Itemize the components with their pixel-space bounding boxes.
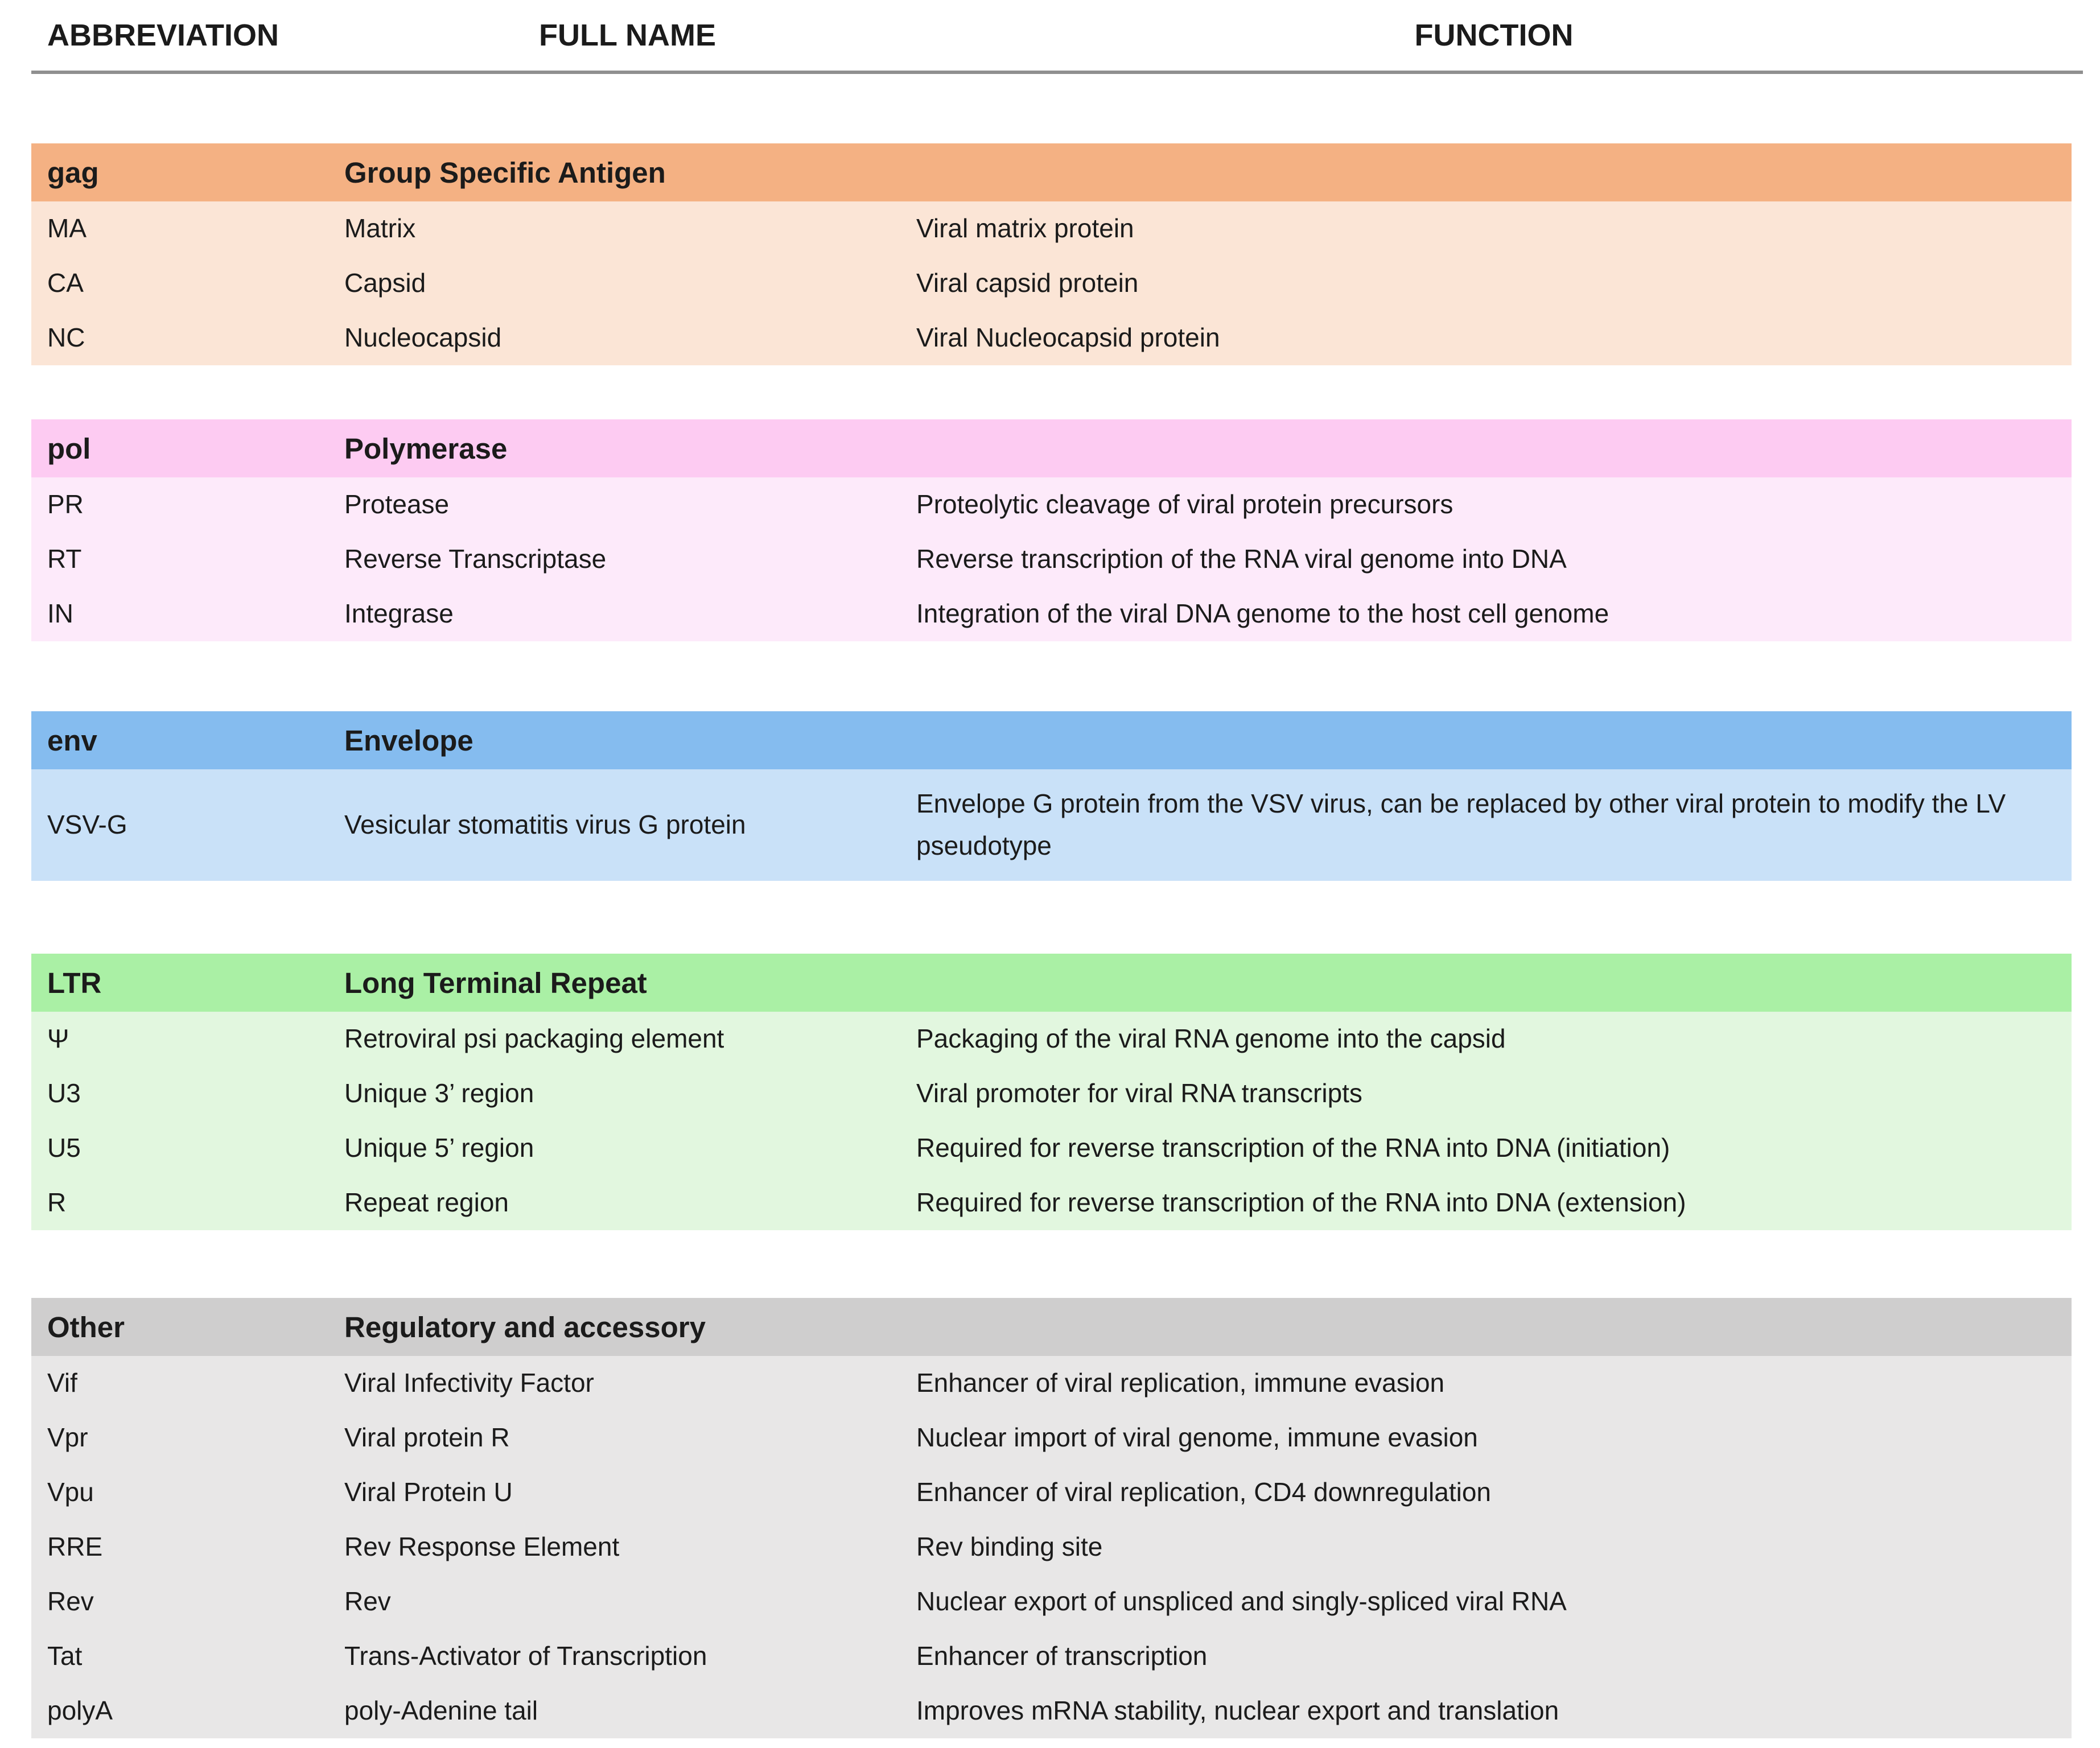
table-row: VSV-G Vesicular stomatitis virus G protei… (31, 769, 2072, 881)
section-full-name: Group Specific Antigen (344, 156, 666, 189)
cell-function: Rev binding site (916, 1532, 1103, 1562)
table-row: NC Nucleocapsid Viral Nucleocapsid protein (31, 311, 2072, 365)
table-row: CA Capsid Viral capsid protein (31, 256, 2072, 311)
cell-full-name: poly-Adenine tail (344, 1696, 538, 1726)
cell-abbreviation: Vif (47, 1368, 77, 1398)
cell-full-name: Nucleocapsid (344, 323, 502, 353)
cell-abbreviation: polyA (47, 1696, 113, 1726)
column-header-row: ABBREVIATION FULL NAME FUNCTION (31, 0, 2083, 71)
section-header-row: LTR Long Terminal Repeat (31, 954, 2072, 1012)
table-row: R Repeat region Required for reverse trans… (31, 1176, 2072, 1230)
cell-abbreviation: NC (47, 323, 85, 353)
cell-full-name: Rev (344, 1586, 391, 1617)
cell-function: Nuclear import of viral genome, immune e… (916, 1423, 1478, 1453)
section-full-name: Regulatory and accessory (344, 1310, 706, 1343)
cell-abbreviation: IN (47, 599, 73, 629)
cell-abbreviation: R (47, 1188, 67, 1218)
table-row: Vpr Viral protein R Nuclear import of vira… (31, 1411, 2072, 1465)
cell-function: Improves mRNA stability, nuclear export … (916, 1696, 1559, 1726)
section-abbr: pol (47, 432, 91, 465)
header-divider (31, 71, 2083, 74)
cell-abbreviation: Tat (47, 1641, 83, 1671)
cell-full-name: Integrase (344, 599, 454, 629)
cell-full-name: Trans-Activator of Transcription (344, 1641, 707, 1671)
cell-function: Packaging of the viral RNA genome into t… (916, 1024, 1506, 1054)
cell-full-name: Viral Infectivity Factor (344, 1368, 594, 1398)
cell-full-name: Capsid (344, 268, 426, 298)
cell-function: Viral matrix protein (916, 213, 1134, 244)
cell-function: Viral Nucleocapsid protein (916, 323, 1220, 353)
section-header-row: gag Group Specific Antigen (31, 143, 2072, 201)
cell-function: Viral promoter for viral RNA transcripts (916, 1078, 1362, 1108)
cell-abbreviation: Vpu (47, 1477, 94, 1507)
table-row: Vif Viral Infectivity Factor Enhancer of v… (31, 1356, 2072, 1411)
cell-abbreviation: Vpr (47, 1423, 88, 1453)
cell-abbreviation: RRE (47, 1532, 103, 1562)
cell-full-name: Unique 5’ region (344, 1133, 534, 1163)
table-row: MA Matrix Viral matrix protein (31, 201, 2072, 256)
table-row: Rev Rev Nuclear export of unspliced and si… (31, 1574, 2072, 1629)
section-full-name: Polymerase (344, 432, 508, 465)
section-header-row: env Envelope (31, 711, 2072, 769)
cell-function: Integration of the viral DNA genome to t… (916, 599, 1609, 629)
section-abbr: env (47, 724, 97, 757)
section-full-name: Long Terminal Repeat (344, 966, 647, 999)
cell-function: Required for reverse transcription of th… (916, 1133, 1670, 1163)
cell-function: Reverse transcription of the RNA viral g… (916, 544, 1567, 574)
abbreviation-table: ABBREVIATION FULL NAME FUNCTION gag Group… (31, 0, 2083, 1738)
cell-abbreviation: VSV-G (47, 810, 127, 840)
cell-full-name: Vesicular stomatitis virus G protein (344, 810, 746, 840)
section-abbr: Other (47, 1310, 125, 1343)
cell-function: Enhancer of viral replication, immune ev… (916, 1368, 1445, 1398)
table-row: U3 Unique 3’ region Viral promoter for vir… (31, 1066, 2072, 1121)
cell-full-name: Rev Response Element (344, 1532, 620, 1562)
table-row: IN Integrase Integration of the viral DNA … (31, 587, 2072, 641)
table-row: Vpu Viral Protein U Enhancer of viral repl… (31, 1465, 2072, 1520)
table-row: PR Protease Proteolytic cleavage of viral … (31, 477, 2072, 532)
table-row: Tat Trans-Activator of Transcription Enhan… (31, 1629, 2072, 1684)
cell-full-name: Retroviral psi packaging element (344, 1024, 724, 1054)
cell-full-name: Matrix (344, 213, 416, 244)
cell-full-name: Viral Protein U (344, 1477, 513, 1507)
cell-function: Enhancer of viral replication, CD4 downr… (916, 1477, 1492, 1507)
cell-full-name: Unique 3’ region (344, 1078, 534, 1108)
column-header-function: FUNCTION (1414, 18, 1574, 52)
cell-full-name: Viral protein R (344, 1423, 510, 1453)
cell-full-name: Protease (344, 489, 450, 520)
cell-abbreviation: MA (47, 213, 87, 244)
table-row: polyA poly-Adenine tail Improves mRNA stab… (31, 1684, 2072, 1738)
cell-abbreviation: U3 (47, 1078, 81, 1108)
cell-full-name: Reverse Transcriptase (344, 544, 607, 574)
cell-abbreviation: RT (47, 544, 82, 574)
cell-function: Nuclear export of unspliced and singly-s… (916, 1586, 1567, 1617)
table-row: RT Reverse Transcriptase Reverse transcrip… (31, 532, 2072, 587)
table-row: U5 Unique 5’ region Required for reverse t… (31, 1121, 2072, 1176)
cell-abbreviation: PR (47, 489, 84, 520)
cell-abbreviation: Ψ (47, 1024, 69, 1054)
cell-function: Envelope G protein from the VSV virus, c… (916, 789, 2006, 860)
table-row: RRE Rev Response Element Rev binding site (31, 1520, 2072, 1574)
cell-function: Proteolytic cleavage of viral protein pr… (916, 489, 1453, 520)
cell-function: Viral capsid protein (916, 268, 1139, 298)
section-abbr: LTR (47, 966, 102, 999)
column-header-full-name: FULL NAME (539, 18, 716, 52)
section-full-name: Envelope (344, 724, 473, 757)
cell-full-name: Repeat region (344, 1188, 509, 1218)
cell-abbreviation: U5 (47, 1133, 81, 1163)
section-header-row: Other Regulatory and accessory (31, 1298, 2072, 1356)
cell-abbreviation: CA (47, 268, 84, 298)
table-row: Ψ Retroviral psi packaging element Packagi… (31, 1012, 2072, 1066)
cell-function: Required for reverse transcription of th… (916, 1188, 1686, 1218)
section-abbr: gag (47, 156, 99, 189)
cell-function: Enhancer of transcription (916, 1641, 1208, 1671)
cell-abbreviation: Rev (47, 1586, 94, 1617)
column-header-abbreviation: ABBREVIATION (47, 18, 279, 52)
section-header-row: pol Polymerase (31, 419, 2072, 477)
